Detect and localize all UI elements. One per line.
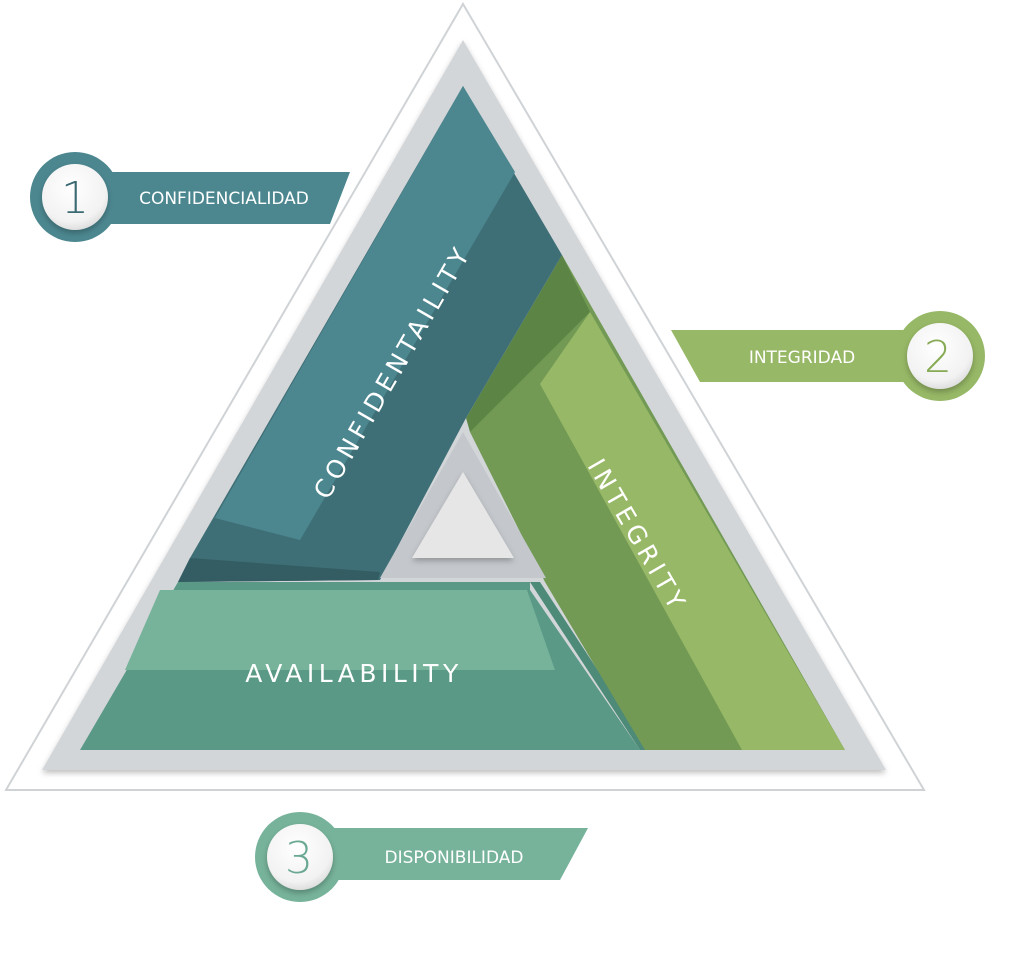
callout-number-1: 1: [61, 173, 89, 224]
confidentiality-band: [178, 86, 562, 582]
callout-label-2: INTEGRIDAD: [749, 348, 855, 368]
callout-disponibilidad: 3 DISPONIBILIDAD: [255, 812, 588, 902]
callout-label-1: CONFIDENCIALIDAD: [139, 189, 309, 209]
callout-number-3: 3: [285, 833, 313, 884]
callout-number-2: 2: [924, 332, 952, 383]
center-triangle: [412, 472, 514, 558]
callout-banner-3: [300, 828, 588, 880]
callout-banner-2: [671, 330, 945, 382]
callout-confidencialidad: 1 CONFIDENCIALIDAD: [30, 152, 350, 242]
callout-banner-1: [100, 172, 350, 224]
callout-integridad: 2 INTEGRIDAD: [671, 311, 985, 401]
callout-coin-3: [267, 824, 333, 890]
integrity-band: [466, 255, 845, 750]
callout-coin-2: [907, 323, 973, 389]
band-label-availability: AVAILABILITY: [245, 659, 462, 688]
callout-coin-1: [42, 164, 108, 230]
callout-label-3: DISPONIBILIDAD: [385, 848, 524, 868]
availability-band: [80, 582, 650, 750]
